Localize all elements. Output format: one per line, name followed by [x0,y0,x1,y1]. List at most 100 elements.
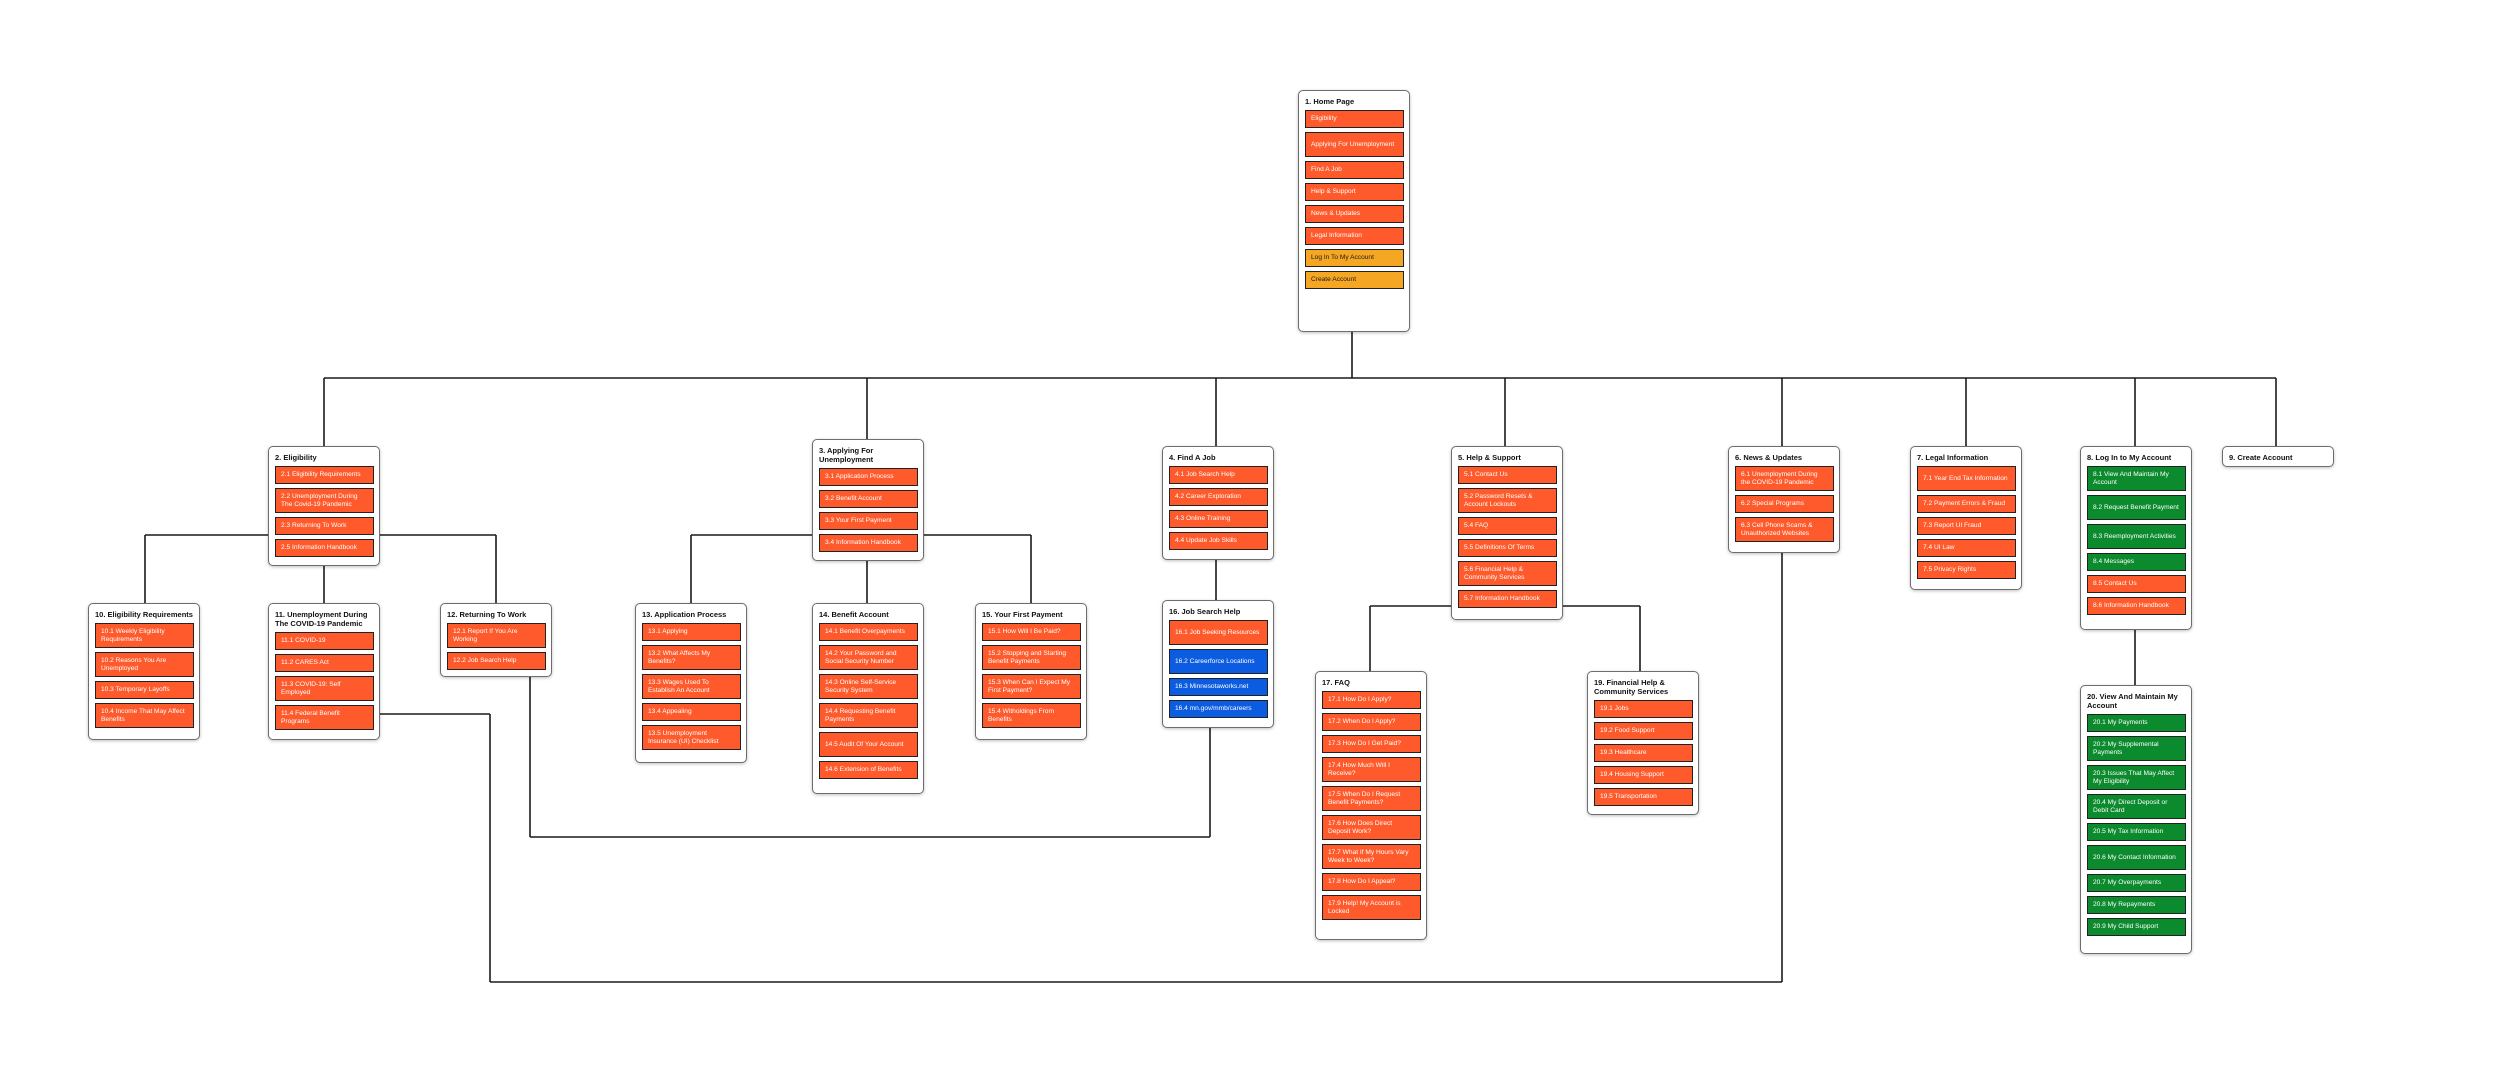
nav-link-item[interactable]: 14.4 Requesting Benefit Payments [819,703,918,728]
nav-link-item[interactable]: 17.7 What If My Hours Vary Week to Week? [1322,844,1421,869]
nav-link-item[interactable]: 16.1 Job Seeking Resources [1169,620,1268,645]
nav-link-item[interactable]: 2.3 Returning To Work [275,517,374,535]
nav-link-item[interactable]: 7.1 Year End Tax Information [1917,466,2016,491]
nav-link-item[interactable]: 19.1 Jobs [1594,700,1693,718]
page-card-title: 16. Job Search Help [1169,607,1241,616]
nav-link-item[interactable]: 11.4 Federal Benefit Programs [275,705,374,730]
nav-link-item[interactable]: Find A Job [1305,161,1404,179]
nav-link-item[interactable]: 11.1 COVID-19 [275,632,374,650]
nav-link-item[interactable]: 19.4 Housing Support [1594,766,1693,784]
nav-link-item[interactable]: 10.4 Income That May Affect Benefits [95,703,194,728]
nav-link-item[interactable]: 15.1 How Will I Be Paid? [982,623,1081,641]
nav-link-item[interactable]: 20.9 My Child Support [2087,918,2186,936]
nav-link-item[interactable]: 8.6 Information Handbook [2087,597,2186,615]
nav-link-item[interactable]: 14.2 Your Password and Social Security N… [819,645,918,670]
nav-link-item[interactable]: 17.3 How Do I Get Paid? [1322,735,1421,753]
nav-link-item[interactable]: 6.2 Special Programs [1735,495,1834,513]
nav-link-item[interactable]: News & Updates [1305,205,1404,223]
nav-link-item[interactable]: 20.4 My Direct Deposit or Debit Card [2087,794,2186,819]
nav-link-item[interactable]: 16.2 Careerforce Locations [1169,649,1268,674]
nav-link-item[interactable]: 7.3 Report UI Fraud [1917,517,2016,535]
nav-link-item[interactable]: 8.3 Reemployment Activities [2087,524,2186,549]
nav-link-item[interactable]: 20.1 My Payments [2087,714,2186,732]
nav-link-item[interactable]: 17.9 Help! My Account is Locked [1322,895,1421,920]
nav-link-item[interactable]: 8.5 Contact Us [2087,575,2186,593]
nav-link-item[interactable]: 17.5 When Do I Request Benefit Payments? [1322,786,1421,811]
nav-link-item[interactable]: 19.5 Transportation [1594,788,1693,806]
nav-link-item[interactable]: 2.5 Information Handbook [275,539,374,557]
nav-link-item[interactable]: 3.3 Your First Payment [819,512,918,530]
nav-link-item[interactable]: 14.1 Benefit Overpayments [819,623,918,641]
nav-link-item[interactable]: 13.2 What Affects My Benefits? [642,645,741,670]
nav-link-item[interactable]: 6.1 Unemployment During the COVID-19 Pan… [1735,466,1834,491]
nav-link-item[interactable]: 15.3 When Can I Expect My First Payment? [982,674,1081,699]
nav-link-item[interactable]: 2.2 Unemployment During The Covid-19 Pan… [275,488,374,513]
nav-link-item[interactable]: 13.3 Wages Used To Establish An Account [642,674,741,699]
nav-link-item[interactable]: 14.3 Online Self-Service Security System [819,674,918,699]
nav-link-item[interactable]: 14.5 Audit Of Your Account [819,732,918,757]
nav-link-item[interactable]: 5.4 FAQ [1458,517,1557,535]
nav-link-item[interactable]: 10.1 Weekly Eligibility Requirements [95,623,194,648]
nav-link-item[interactable]: 20.5 My Tax Information [2087,823,2186,841]
nav-link-item[interactable]: 13.5 Unemployment Insurance (UI) Checkli… [642,725,741,750]
nav-link-item[interactable]: 5.1 Contact Us [1458,466,1557,484]
nav-link-item[interactable]: Help & Support [1305,183,1404,201]
nav-link-item[interactable]: 13.4 Appealing [642,703,741,721]
nav-link-item[interactable]: 7.2 Payment Errors & Fraud [1917,495,2016,513]
nav-link-item[interactable]: 20.6 My Contact Information [2087,845,2186,870]
nav-link-item[interactable]: 19.3 Healthcare [1594,744,1693,762]
nav-link-item[interactable]: 17.4 How Much Will I Receive? [1322,757,1421,782]
nav-link-item[interactable]: 3.4 Information Handbook [819,534,918,552]
nav-link-item[interactable]: 2.1 Eligibility Requirements [275,466,374,484]
nav-link-item[interactable]: 4.2 Career Exploration [1169,488,1268,506]
nav-link-item[interactable]: Legal Information [1305,227,1404,245]
nav-link-item[interactable]: 12.2 Job Search Help [447,652,546,670]
nav-link-item[interactable]: 20.8 My Repayments [2087,896,2186,914]
nav-link-item[interactable]: 7.5 Privacy Rights [1917,561,2016,579]
nav-link-item[interactable]: 8.2 Request Benefit Payment [2087,495,2186,520]
nav-link-item[interactable]: 8.1 View And Maintain My Account [2087,466,2186,491]
nav-link-item[interactable]: 15.4 Witholdings From Benefits [982,703,1081,728]
nav-link-item[interactable]: 17.8 How Do I Appeal? [1322,873,1421,891]
nav-link-item[interactable]: 15.2 Stopping and Starting Benefit Payme… [982,645,1081,670]
nav-link-item[interactable]: 8.4 Messages [2087,553,2186,571]
nav-link-item[interactable]: 17.1 How Do I Apply? [1322,691,1421,709]
nav-link-item[interactable]: 16.3 Minnesotaworks.net [1169,678,1268,696]
nav-link-item[interactable]: 14.6 Extension of Benefits [819,761,918,779]
nav-link-item[interactable]: Applying For Unemployment [1305,132,1404,157]
nav-link-item[interactable]: 5.5 Definitions Of Terms [1458,539,1557,557]
nav-link-item[interactable]: 5.2 Password Resets & Account Lockouts [1458,488,1557,513]
nav-link-item[interactable]: 6.3 Cell Phone Scams & Unauthorized Webs… [1735,517,1834,542]
nav-link-item[interactable]: Eligibility [1305,110,1404,128]
nav-link-item[interactable]: 20.2 My Supplemental Payments [2087,736,2186,761]
nav-link-item[interactable]: 10.3 Temporary Layoffs [95,681,194,699]
nav-link-item[interactable]: 3.2 Benefit Account [819,490,918,508]
nav-link-item[interactable]: 5.7 Information Handbook [1458,590,1557,608]
nav-link-item[interactable]: 11.3 COVID-19: Self Employed [275,676,374,701]
nav-link-item[interactable]: 19.2 Food Support [1594,722,1693,740]
nav-link-item[interactable]: 17.2 When Do I Apply? [1322,713,1421,731]
nav-link-item[interactable]: 12.1 Report If You Are Working [447,623,546,648]
nav-link-item[interactable]: 5.6 Financial Help & Community Services [1458,561,1557,586]
page-card-title: 7. Legal Information [1917,453,1989,462]
nav-link-item[interactable]: 7.4 UI Law [1917,539,2016,557]
nav-link-item[interactable]: 17.6 How Does Direct Deposit Work? [1322,815,1421,840]
nav-link-item[interactable]: 10.2 Reasons You Are Unemployed [95,652,194,677]
nav-link-item[interactable]: 16.4 mn.gov/mmb/careers [1169,700,1268,718]
nav-link-item[interactable]: 4.1 Job Search Help [1169,466,1268,484]
page-card-title: 14. Benefit Account [819,610,889,619]
nav-link-item[interactable]: 13.1 Applying [642,623,741,641]
nav-link-item[interactable]: 3.1 Application Process [819,468,918,486]
nav-link-item[interactable]: 4.4 Update Job Skills [1169,532,1268,550]
nav-link-item[interactable]: Log In To My Account [1305,249,1404,267]
nav-link-item[interactable]: Create Account [1305,271,1404,289]
nav-link-item[interactable]: 11.2 CARES Act [275,654,374,672]
nav-link-item[interactable]: 20.7 My Overpayments [2087,874,2186,892]
nav-link-item[interactable]: 4.3 Online Training [1169,510,1268,528]
nav-link-item[interactable]: 20.3 Issues That May Affect My Eligibili… [2087,765,2186,790]
